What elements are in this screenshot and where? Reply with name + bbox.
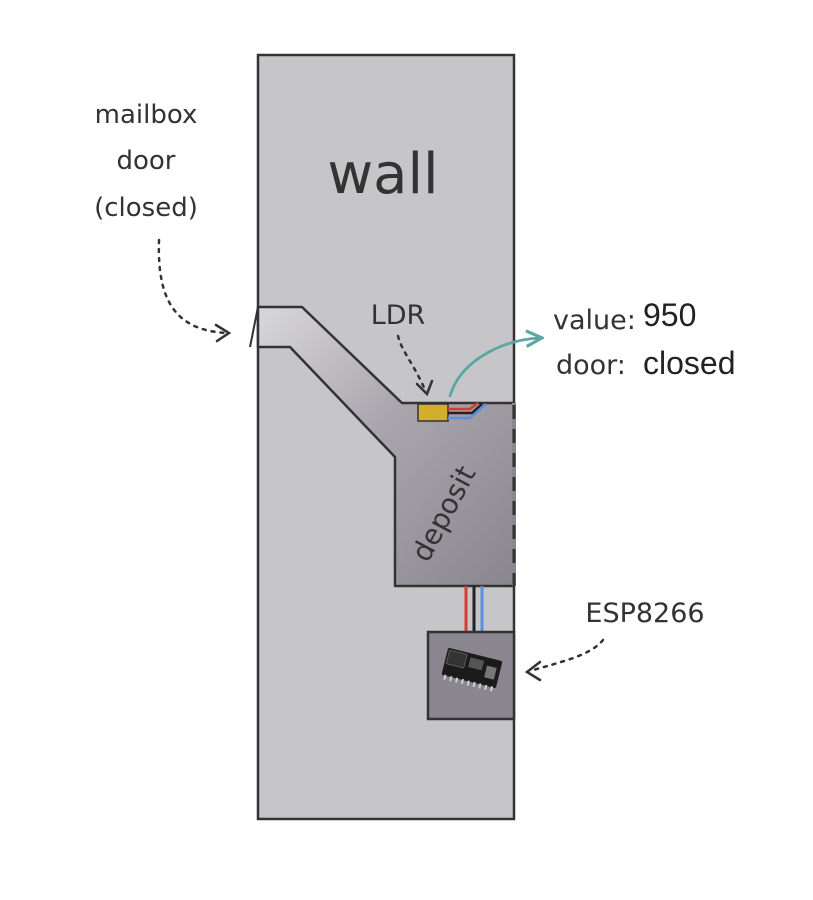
mailbox-label-line1: mailbox [95,100,198,130]
mailbox-label-line3: (closed) [94,193,198,223]
ldr-label: LDR [371,300,426,331]
door-label: door: [556,350,626,381]
mailbox-label-line2: door [116,146,175,176]
door-state-readout: closed [643,345,736,381]
esp-label: ESP8266 [585,598,704,629]
ldr-sensor [418,404,448,421]
value-readout: 950 [643,297,696,333]
value-label: value: [553,305,636,336]
wall-label: wall [327,142,438,207]
esp-pointer-head [527,662,540,680]
esp-pointer-arrow [530,640,603,671]
mailbox-pointer-arrow [159,240,226,333]
